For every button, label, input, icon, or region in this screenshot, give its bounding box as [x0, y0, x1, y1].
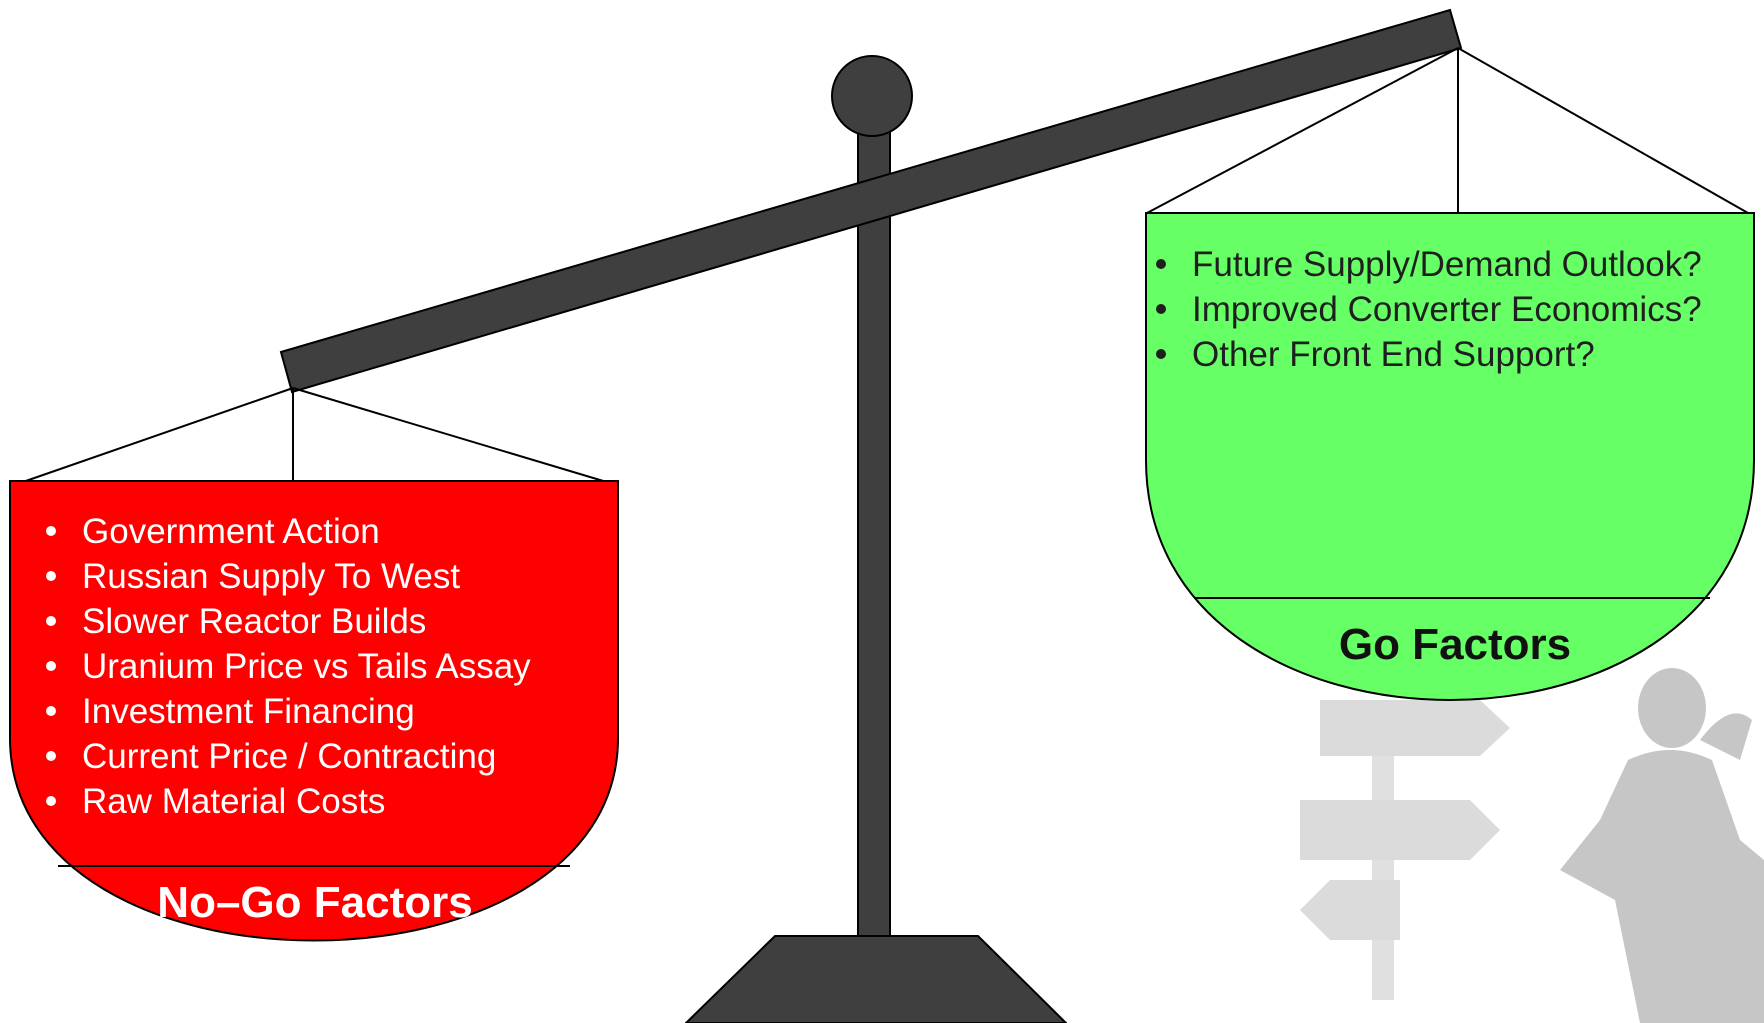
nogo-pan-strings — [19, 387, 611, 484]
go-factor-item: Other Front End Support? — [1146, 332, 1702, 377]
nogo-factors-title: No–Go Factors — [157, 878, 473, 927]
go-factors-list: Future Supply/Demand Outlook? Improved C… — [1146, 242, 1702, 377]
go-factors-title: Go Factors — [1338, 620, 1572, 669]
nogo-factor-item: Slower Reactor Builds — [36, 599, 531, 644]
nogo-factor-item: Current Price / Contracting — [36, 734, 531, 779]
thinking-man-silhouette-icon — [1300, 668, 1764, 1023]
nogo-factor-item: Uranium Price vs Tails Assay — [36, 644, 531, 689]
go-pan-strings — [1146, 47, 1749, 214]
nogo-factor-item: Russian Supply To West — [36, 554, 531, 599]
nogo-factor-item: Government Action — [36, 509, 531, 554]
nogo-factor-item: Raw Material Costs — [36, 779, 531, 824]
nogo-factors-list: Government Action Russian Supply To West… — [36, 509, 531, 824]
scale-beam — [279, 8, 1463, 394]
nogo-factor-item: Investment Financing — [36, 689, 531, 734]
go-pan — [1145, 212, 1755, 701]
nogo-pan — [9, 480, 619, 942]
scale-stand — [684, 55, 1068, 1023]
go-factor-item: Future Supply/Demand Outlook? — [1146, 242, 1702, 287]
go-factor-item: Improved Converter Economics? — [1146, 287, 1702, 332]
